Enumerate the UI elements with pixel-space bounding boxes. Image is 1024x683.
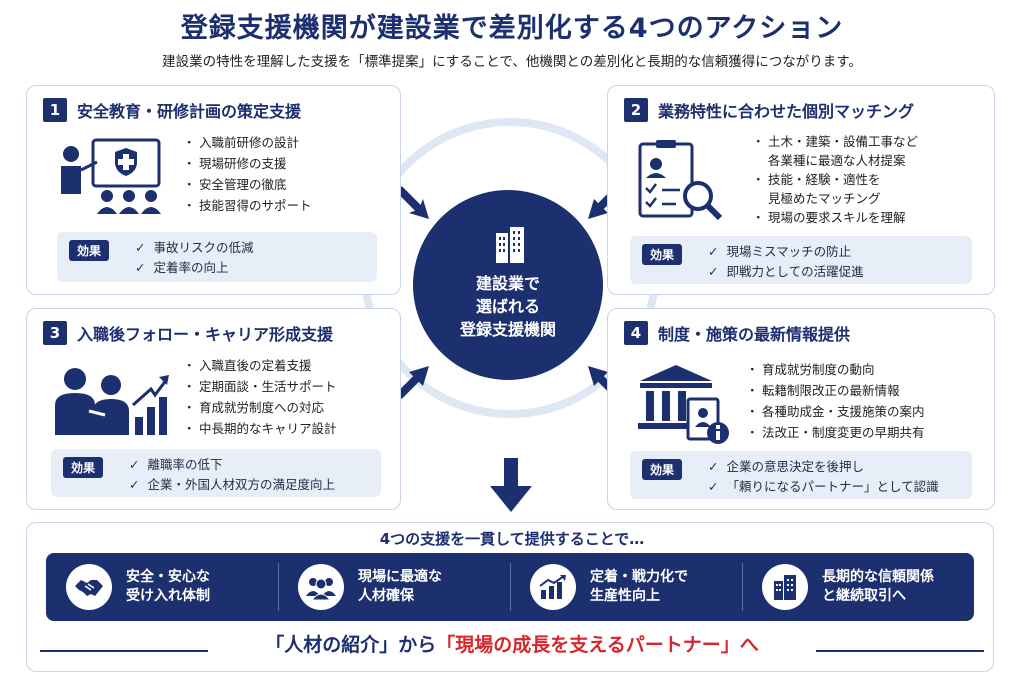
center-line-2: 選ばれる (475, 297, 540, 316)
effect-item: ✓企業の意思決定を後押し (708, 459, 864, 474)
card-title: 制度・施策の最新情報提供 (658, 325, 851, 344)
effect-item: ✓定着率の向上 (135, 260, 229, 275)
card-bullets: 育成就労制度の動向 転籍制限改正の最新情報 各種助成金・支援施策の案内 法改正・… (746, 359, 925, 443)
building-icon (762, 564, 808, 610)
benefit-item: 安全・安心な 受け入れ体制 (46, 553, 278, 621)
card-3: 3 入職後フォロー・キャリア形成支援 入職直後の定着支援 定期面談・生活サポート… (26, 308, 401, 510)
center-line-1: 建設業で (475, 274, 540, 293)
list-item: 育成就労制度の動向 (746, 359, 925, 380)
card-number: 4 (624, 321, 648, 345)
conclusion-part-2: 「現場の成長を支えるパートナー」へ (436, 634, 759, 656)
list-item: 転籍制限改正の最新情報 (746, 380, 925, 401)
people-icon (298, 564, 344, 610)
institution-info-icon (638, 365, 729, 444)
card-number: 1 (43, 98, 67, 122)
page-subtitle: 建設業の特性を理解した支援を「標準提案」にすることで、他機関との差別化と長期的な… (162, 54, 862, 70)
conclusion-part-1: 「人材の紹介」から (265, 634, 437, 656)
list-item: 入職前研修の設計 (183, 132, 312, 153)
effect-item: ✓事故リスクの低減 (135, 240, 254, 255)
card-bullets: 入職直後の定着支援 定期面談・生活サポート 育成就労制度への対応 中長期的なキャ… (183, 355, 337, 439)
center-label: 建設業で 選ばれる 登録支援機関 (413, 272, 603, 341)
check-icon: ✓ (708, 459, 719, 474)
building-icon (496, 227, 524, 263)
list-item: 技能習得のサポート (183, 195, 312, 216)
effect-box: 効果 ✓事故リスクの低減 ✓定着率の向上 (57, 232, 377, 282)
check-icon: ✓ (129, 477, 140, 492)
arrow-from-card-3 (396, 366, 429, 399)
effect-item: ✓「頼りになるパートナー」として認識 (708, 479, 939, 494)
benefit-item: 定着・戦力化で 生産性向上 (510, 553, 742, 621)
arrow-down (490, 458, 532, 512)
benefits-band: 安全・安心な 受け入れ体制 現場に最適な 人材確保 定着・戦力化で 生産性向上 (46, 553, 974, 621)
benefit-text: 長期的な信頼関係 と継続取引へ (822, 569, 934, 604)
conclusion-text: 「人材の紹介」から「現場の成長を支えるパートナー」へ (0, 630, 1024, 657)
list-item: 安全管理の徹底 (183, 174, 312, 195)
card-title: 業務特性に合わせた個別マッチング (658, 102, 915, 121)
list-item: 育成就労制度への対応 (183, 397, 337, 418)
page-title: 登録支援機関が建設業で差別化する4つのアクション (180, 13, 844, 44)
benefit-item: 長期的な信頼関係 と継続取引へ (742, 553, 974, 621)
effect-badge: 効果 (642, 244, 683, 265)
benefit-text: 定着・戦力化で 生産性向上 (590, 569, 688, 604)
effect-box: 効果 ✓現場ミスマッチの防止 ✓即戦力としての活躍促進 (630, 236, 972, 284)
check-icon: ✓ (129, 457, 140, 472)
list-item: 見極めたマッチング (768, 191, 881, 206)
list-item: 各業種に最適な人材提案 (768, 153, 906, 168)
check-icon: ✓ (708, 479, 719, 494)
effect-badge: 効果 (69, 240, 110, 261)
card-title: 入職後フォロー・キャリア形成支援 (77, 325, 334, 344)
effect-item: ✓企業・外国人材双方の満足度向上 (129, 477, 335, 492)
list-item: 現場の要求スキルを理解 (752, 208, 918, 227)
benefit-item: 現場に最適な 人材確保 (278, 553, 510, 621)
handshake-icon (66, 564, 112, 610)
divider-right (816, 650, 984, 652)
summary-heading: 4つの支援を一貫して提供することで… (379, 530, 645, 548)
benefit-text: 現場に最適な 人材確保 (358, 569, 442, 604)
card-number: 2 (624, 98, 648, 122)
career-growth-icon (55, 368, 169, 435)
list-item: 各種助成金・支援施策の案内 (746, 401, 925, 422)
list-item: 法改正・制度変更の早期共有 (746, 422, 925, 443)
card-1: 1 安全教育・研修計画の策定支援 入職前研修の設計 現場研修の支援 安全管理の徹… (26, 85, 401, 295)
effect-badge: 効果 (642, 459, 683, 480)
card-4: 4 制度・施策の最新情報提供 育成就労制度の動向 転籍制限改正の最新情報 各種助… (607, 308, 995, 510)
effect-badge: 効果 (63, 457, 104, 478)
effect-item: ✓即戦力としての活躍促進 (708, 264, 864, 279)
card-title: 安全教育・研修計画の策定支援 (77, 102, 302, 121)
center-hub (413, 190, 603, 380)
check-icon: ✓ (708, 264, 719, 279)
effect-box: 効果 ✓企業の意思決定を後押し ✓「頼りになるパートナー」として認識 (630, 451, 972, 499)
check-icon: ✓ (135, 240, 146, 255)
benefit-text: 安全・安心な 受け入れ体制 (126, 569, 210, 604)
safety-training-icon (61, 138, 161, 214)
check-icon: ✓ (135, 260, 146, 275)
list-item: 土木・建築・設備工事など (752, 132, 918, 151)
arrow-from-card-1 (396, 186, 429, 219)
effect-item: ✓現場ミスマッチの防止 (708, 244, 852, 259)
list-item: 現場研修の支援 (183, 153, 312, 174)
divider-left (40, 650, 208, 652)
list-item: 定期面談・生活サポート (183, 376, 337, 397)
effect-box: 効果 ✓離職率の低下 ✓企業・外国人材双方の満足度向上 (51, 449, 381, 497)
checklist-search-icon (638, 140, 723, 221)
center-line-3: 登録支援機関 (459, 320, 556, 339)
effect-item: ✓離職率の低下 (129, 457, 223, 472)
list-item: 中長期的なキャリア設計 (183, 418, 337, 439)
check-icon: ✓ (708, 244, 719, 259)
card-bullets: 土木・建築・設備工事など 各業種に最適な人材提案 技能・経験・適性を 見極めたマ… (752, 132, 918, 227)
list-item: 入職直後の定着支援 (183, 355, 337, 376)
card-2: 2 業務特性に合わせた個別マッチング 土木・建築・設備工事など 各業種に最適な人… (607, 85, 995, 295)
card-number: 3 (43, 321, 67, 345)
growth-chart-icon (530, 564, 576, 610)
card-bullets: 入職前研修の設計 現場研修の支援 安全管理の徹底 技能習得のサポート (183, 132, 312, 216)
list-item: 技能・経験・適性を (752, 170, 918, 189)
